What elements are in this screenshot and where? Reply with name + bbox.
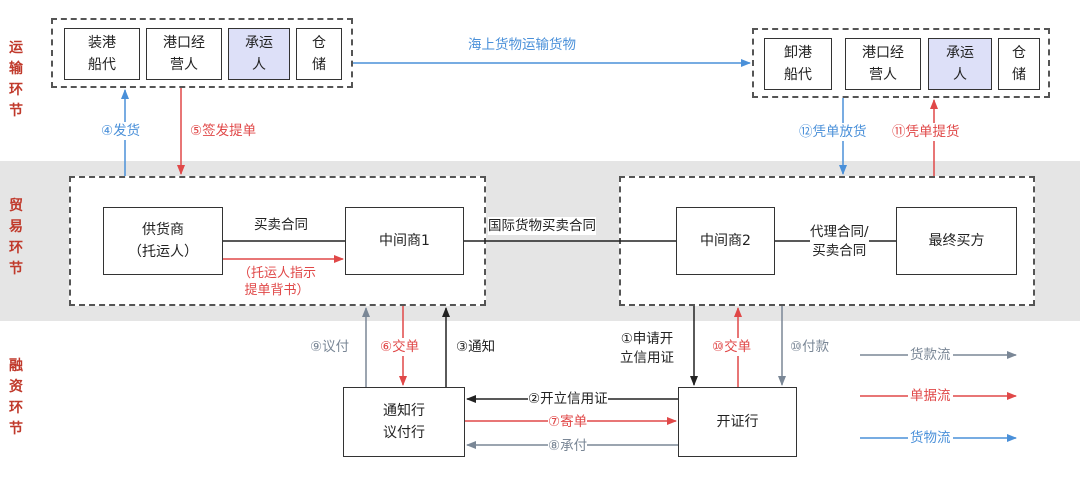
intl-contract-label: 国际货物买卖合同 xyxy=(488,217,596,235)
middleman1-box: 中间商1 xyxy=(345,207,464,275)
apply-lc-label: ①申请开 立信用证 xyxy=(620,331,674,366)
origin-port-group xyxy=(51,18,353,88)
present-docs-label: ⑥交单 xyxy=(380,338,420,356)
endorse-note-label: （托运人指示 提单背书） xyxy=(238,266,317,298)
dest-carrier-box: 承运 人 xyxy=(928,38,992,90)
sales-contract-label: 买卖合同 xyxy=(254,217,308,233)
origin-warehouse-box: 仓 储 xyxy=(296,28,342,80)
supplier-box: 供货商 （托运人） xyxy=(103,207,223,275)
take-delivery-label: ⑪凭单提货 xyxy=(892,123,960,141)
loading-port-agent-box: 装港 船代 xyxy=(64,28,140,80)
destination-port-group xyxy=(752,28,1050,98)
notify-label: ③通知 xyxy=(456,339,496,355)
honor-label: ⑧承付 xyxy=(548,437,588,455)
middleman2-box: 中间商2 xyxy=(676,207,775,275)
issue-lc-label: ②开立信用证 xyxy=(528,390,608,408)
transport-band-label: 运 输 环 节 xyxy=(9,40,23,119)
legend-document-label: 单据流 xyxy=(908,387,953,405)
origin-carrier-box: 承运 人 xyxy=(228,28,290,80)
negotiation-label: ⑨议付 xyxy=(310,339,350,355)
finance-band-label: 融 资 环 节 xyxy=(9,358,23,437)
issue-bl-label: ⑤签发提单 xyxy=(190,123,257,139)
final-buyer-box: 最终买方 xyxy=(896,207,1017,275)
advising-bank-box: 通知行 议付行 xyxy=(343,387,465,457)
dest-warehouse-box: 仓 储 xyxy=(998,38,1040,90)
sea-transport-label: 海上货物运输货物 xyxy=(468,37,576,53)
trade-band-label: 贸 易 环 节 xyxy=(9,198,23,277)
agency-contract-label: 代理合同/ 买卖合同 xyxy=(810,223,869,261)
origin-port-operator-box: 港口经 营人 xyxy=(146,28,222,80)
discharge-port-agent-box: 卸港 船代 xyxy=(764,38,832,90)
buyer-payment-label: ⑩付款 xyxy=(790,339,830,355)
release-goods-label: ⑫凭单放货 xyxy=(799,123,867,141)
issuing-bank-box: 开证行 xyxy=(678,387,797,457)
buyer-present-docs-label: ⑩交单 xyxy=(712,338,752,356)
send-docs-label: ⑦寄单 xyxy=(548,413,588,431)
legend-payment-label: 货款流 xyxy=(908,346,953,364)
ship-goods-label: ④发货 xyxy=(101,122,141,140)
legend-goods-label: 货物流 xyxy=(908,429,953,447)
dest-port-operator-box: 港口经 营人 xyxy=(845,38,921,90)
